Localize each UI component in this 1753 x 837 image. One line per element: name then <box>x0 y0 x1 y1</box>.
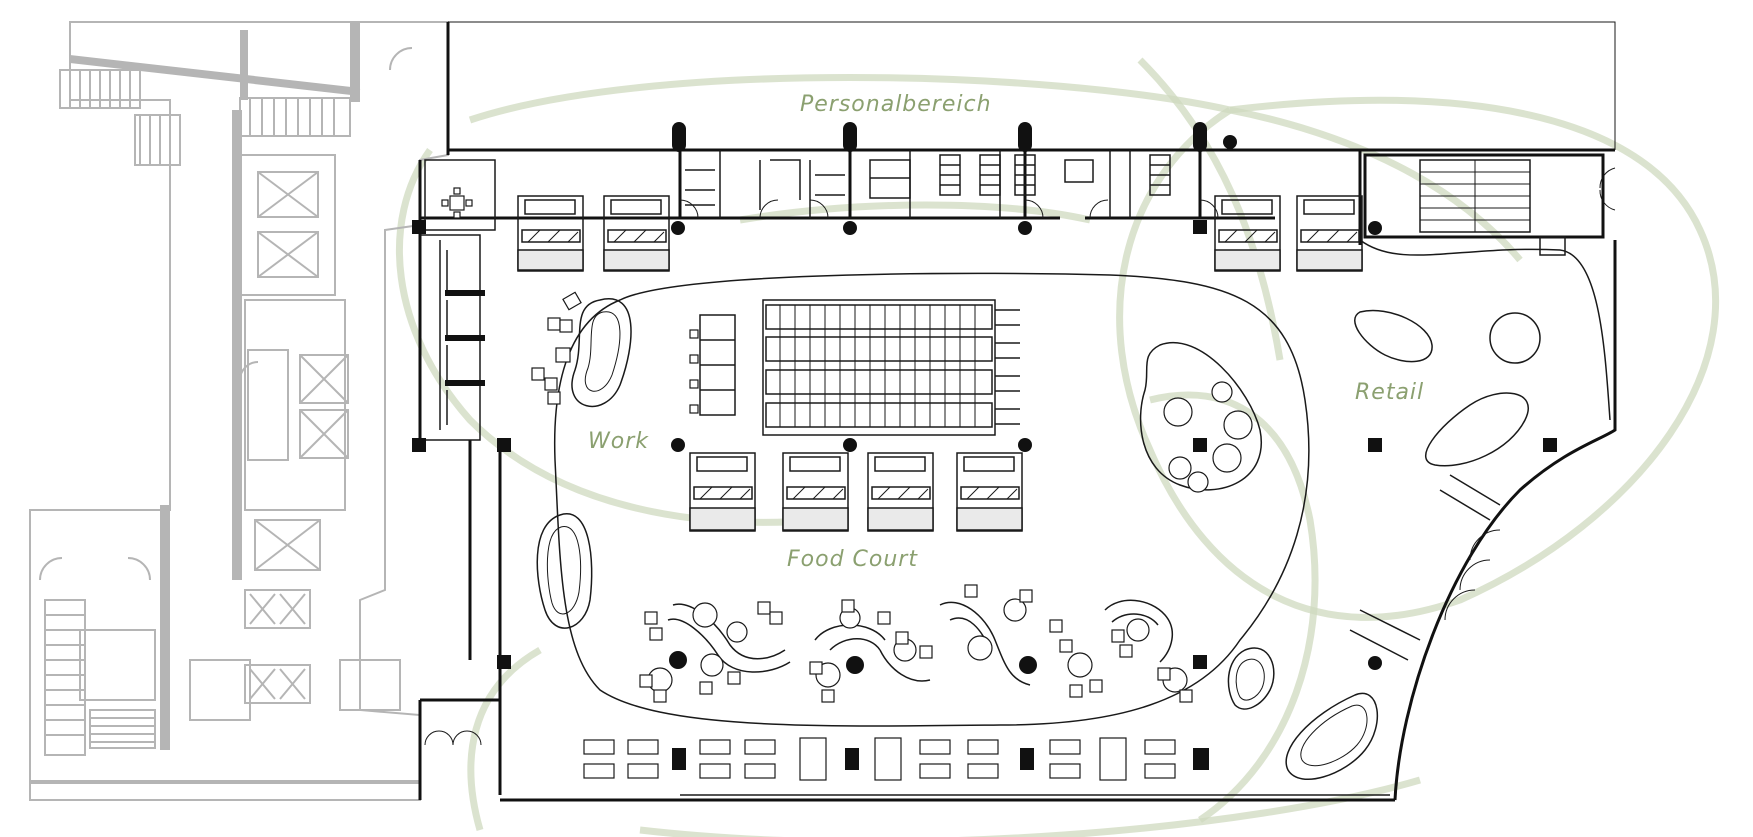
kiosk-2 <box>603 195 670 272</box>
food-kiosks <box>517 195 1363 532</box>
zone-label-food-court: Food Court <box>787 547 918 572</box>
south-dining-tables <box>583 737 1209 781</box>
zone-label-retail: Retail <box>1355 380 1424 405</box>
building-walls <box>418 21 1617 802</box>
kiosk-6 <box>782 452 849 532</box>
kiosk-7 <box>867 452 934 532</box>
zone-label-work: Work <box>588 429 649 454</box>
kiosk-8 <box>956 452 1023 532</box>
work-furniture <box>531 291 632 629</box>
columns <box>412 220 1557 770</box>
kiosk-3 <box>1214 195 1281 272</box>
kiosk-5 <box>689 452 756 532</box>
kiosk-1 <box>517 195 584 272</box>
neighbor-building <box>29 21 449 801</box>
zone-labels: Personalbereich Work Retail Food Court <box>588 92 1424 572</box>
staff-wing <box>424 122 1605 256</box>
escalators <box>689 299 1020 436</box>
kiosk-4 <box>1296 195 1363 272</box>
zone-label-personalbereich: Personalbereich <box>800 92 992 117</box>
retail-furniture <box>1139 309 1541 780</box>
food-court-seating <box>639 584 1193 703</box>
